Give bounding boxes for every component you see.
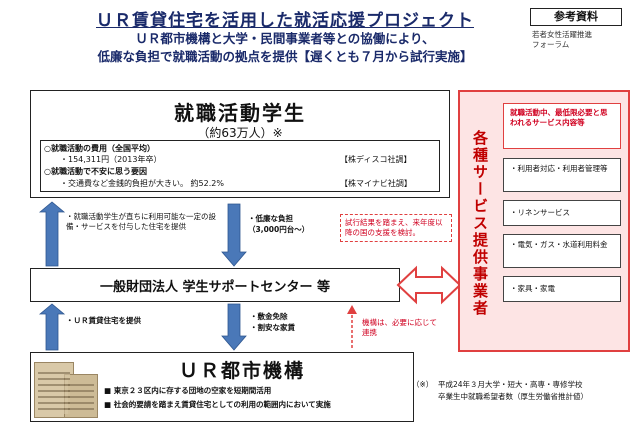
students-count: （約63万人）※	[197, 126, 283, 140]
arrows-upper	[38, 201, 247, 267]
up-arrow-1-note: ・就職活動学生が直ちに利用可能な一定の設備・サービスを付与した住宅を提供	[66, 212, 216, 231]
down-arrow-2-note-2: ・割安な家賃	[250, 323, 295, 332]
anxiety-heading: ○就職活動で不安に思う要因	[44, 167, 147, 176]
down-arrow-2-note-1: ・敷金免除	[250, 312, 288, 321]
down-arrow-1-note-1: ・低廉な負担	[248, 214, 293, 223]
arrows-lower	[38, 303, 247, 351]
footnote-line-1: 平成24年３月大学・短大・高専・専修学校	[438, 380, 583, 389]
anxiety-source: 【株マイナビ社調】	[340, 179, 412, 188]
apartment-building-illustration	[34, 356, 98, 418]
service-item-1: ・利用者対応・利用者管理等	[503, 158, 621, 192]
students-title: 就職活動学生	[174, 101, 306, 125]
up-arrow-2-note: ・ＵＲ賃貸住宅を提供	[66, 316, 141, 325]
page-title: ＵＲ賃貸住宅を活用した就活応援プロジェクト	[96, 11, 474, 31]
bidirectional-arrow	[396, 265, 462, 305]
subtitle-line-2: 低廉な負担で就職活動の拠点を提供【遅くとも７月から試行実施】	[97, 49, 473, 64]
source-line-2: フォーラム	[532, 40, 570, 49]
service-providers-label: 各種サービス提供事業者	[471, 130, 489, 317]
cost-source: 【株ディスコ社調】	[340, 155, 412, 164]
down-arrow-1-note-2: （3,000円台～）	[248, 225, 310, 234]
footnote-marker: （※）	[412, 380, 434, 389]
service-item-4: ・家具・家電	[503, 276, 621, 302]
students-stats-box	[40, 140, 440, 192]
footnote-line-2: 卒業生中就職希望者数（厚生労働省推計値）	[438, 392, 588, 401]
down-arrow-1	[221, 203, 247, 267]
anxiety-value: ・交通費など金銭的負担が大きい。 約52.2%	[60, 179, 224, 188]
cost-heading: ○就職活動の費用（全国平均）	[44, 144, 155, 153]
ur-bullet-1: ■ 東京２３区内に存する団地の空家を短期間活用	[104, 386, 272, 395]
source-label: 若者女性活躍推進 フォーラム	[532, 30, 622, 50]
up-arrow-2	[38, 303, 66, 351]
up-arrow-1	[38, 201, 66, 267]
service-item-2: ・リネンサービス	[503, 200, 621, 226]
cost-value: ・154,311円（2013年卒）	[60, 155, 162, 164]
down-arrow-2	[221, 303, 247, 351]
source-line-1: 若者女性活躍推進	[532, 30, 592, 39]
services-heading: 就職活動中、最低限必要と思われるサービス内容等	[503, 103, 621, 149]
center-organization-label: 一般財団法人 学生サポートセンター 等	[99, 280, 331, 295]
coordination-arrow	[347, 305, 357, 348]
service-item-3: ・電気・ガス・水道利用料金	[503, 234, 621, 268]
reference-label: 参考資料	[530, 8, 622, 26]
ur-title: ＵＲ都市機構	[178, 360, 305, 382]
coordination-note: 機構は、必要に応じて連携	[362, 318, 437, 337]
subtitle-line-1: ＵＲ都市機構と大学・民間事業者等との協働により、	[135, 31, 435, 46]
ur-bullet-2: ■ 社会的要請を踏まえ賃貸住宅としての利用の範囲内において実施	[104, 400, 331, 409]
trial-note: 試行結果を踏まえ、来年度以降の国の支援を検討。	[340, 214, 452, 242]
